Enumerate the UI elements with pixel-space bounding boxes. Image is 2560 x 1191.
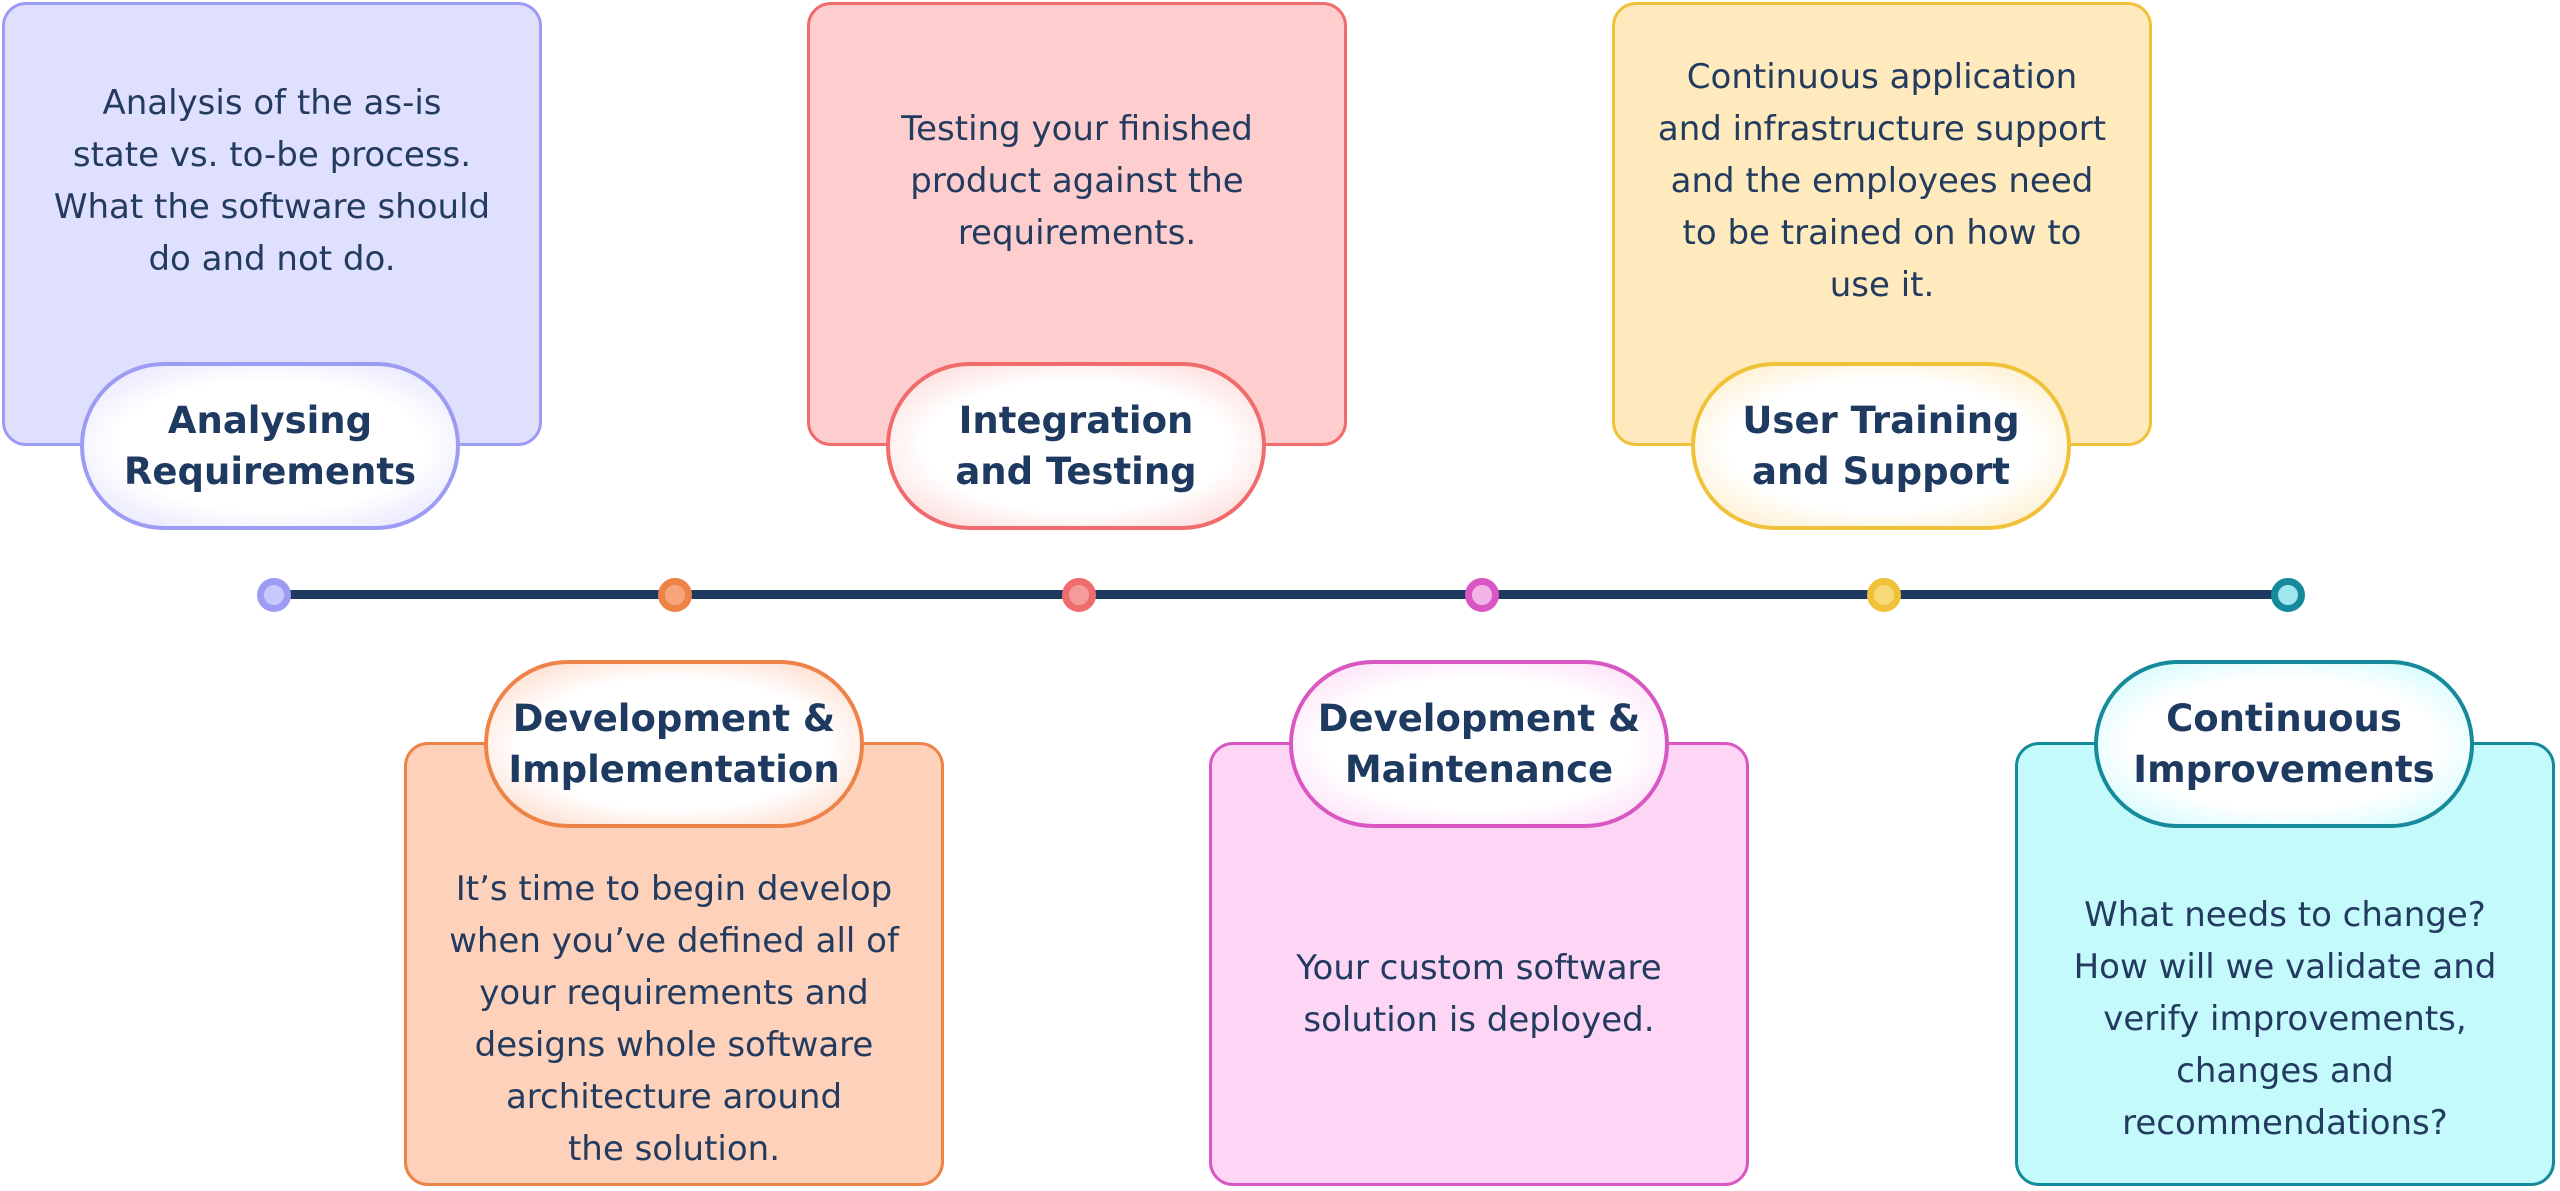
step-title: Development & Implementation: [508, 697, 840, 791]
timeline-marker-development-maintenance: [1465, 578, 1499, 612]
step-description: What needs to change? How will we valida…: [2073, 895, 2497, 1143]
step-description: It’s time to begin develop when you’ve d…: [449, 869, 899, 1169]
step-description: Continuous application and infrastructur…: [1657, 57, 2107, 305]
timeline-marker-analysing-requirements: [257, 578, 291, 612]
step-title: Analysing Requirements: [123, 399, 417, 493]
step-description: Your custom software solution is deploye…: [1296, 948, 1662, 1040]
step-description: Testing your finished product against th…: [901, 109, 1253, 253]
timeline-marker-continuous-improvements: [2271, 578, 2305, 612]
timeline-line: [274, 590, 2287, 599]
step-card-user-training-support: Continuous application and infrastructur…: [1612, 2, 2152, 446]
step-title-pill-continuous-improvements: Continuous Improvements: [2094, 660, 2474, 828]
step-description: Analysis of the as-is state vs. to-be pr…: [53, 83, 491, 279]
step-title: Integration and Testing: [955, 399, 1197, 493]
timeline-marker-integration-testing: [1062, 578, 1096, 612]
timeline-marker-development-implementation: [658, 578, 692, 612]
step-card-analysing-requirements: Analysis of the as-is state vs. to-be pr…: [2, 2, 542, 446]
step-title: Continuous Improvements: [2133, 697, 2435, 791]
step-title-pill-development-maintenance: Development & Maintenance: [1289, 660, 1669, 828]
step-title-pill-integration-testing: Integration and Testing: [886, 362, 1266, 530]
step-title-pill-user-training-support: User Training and Support: [1691, 362, 2071, 530]
step-title: Development & Maintenance: [1317, 697, 1641, 791]
step-card-development-implementation: It’s time to begin develop when you’ve d…: [404, 742, 944, 1186]
step-title: User Training and Support: [1742, 399, 2020, 493]
step-title-pill-analysing-requirements: Analysing Requirements: [80, 362, 460, 530]
step-title-pill-development-implementation: Development & Implementation: [484, 660, 864, 828]
timeline-marker-user-training-support: [1867, 578, 1901, 612]
